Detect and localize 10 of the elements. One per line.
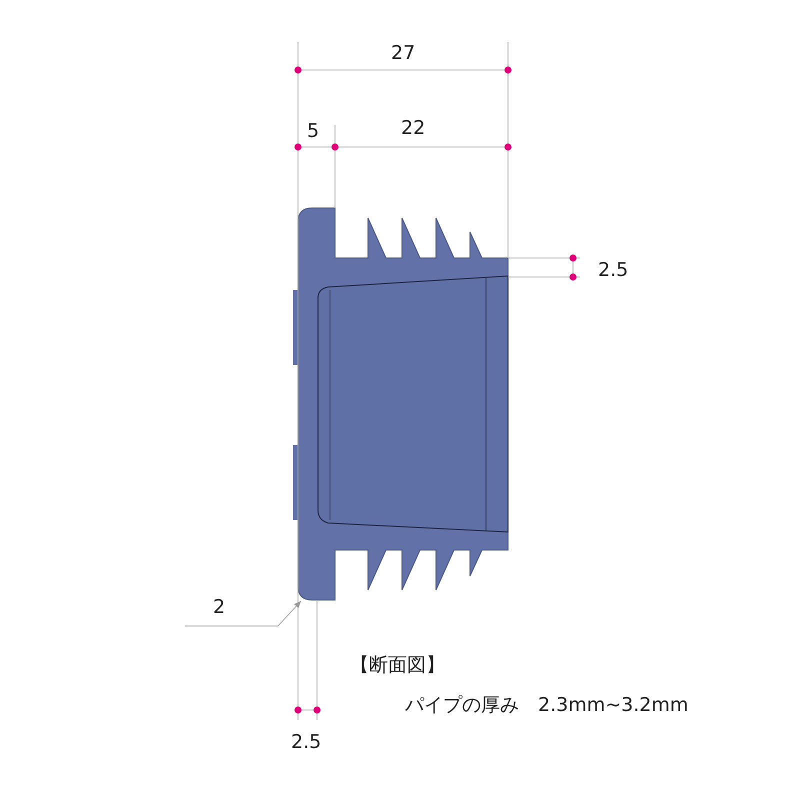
dimension-value: 22 bbox=[401, 119, 426, 138]
section-title: 【断面図】 bbox=[350, 656, 445, 675]
dimension-value: 5 bbox=[307, 122, 320, 141]
cap-cross-section-drawing bbox=[293, 208, 508, 600]
dimension-value: 2 bbox=[213, 598, 226, 617]
dimension-value: 2.5 bbox=[291, 733, 322, 752]
note-text: パイプの厚み 2.3mm~3.2mm bbox=[405, 696, 688, 715]
leader-line bbox=[184, 600, 302, 626]
dimension-value: 27 bbox=[391, 44, 416, 63]
dimension-value: 2.5 bbox=[598, 261, 628, 280]
